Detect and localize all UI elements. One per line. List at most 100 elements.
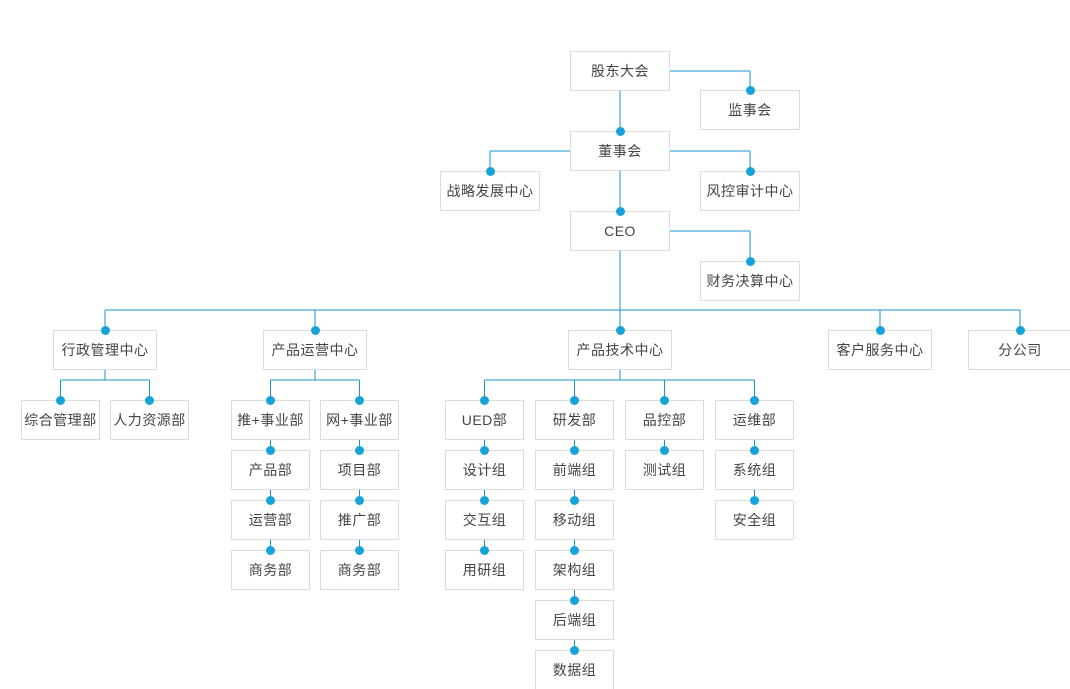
connector-dot — [875, 325, 885, 335]
org-node[interactable]: 推+事业部 — [231, 400, 310, 440]
connector-dot — [570, 645, 579, 655]
org-node-label: 战略发展中心 — [446, 183, 534, 199]
connector-dot — [145, 395, 154, 405]
org-node[interactable]: 运营部 — [231, 500, 310, 540]
org-node[interactable]: 推广部 — [320, 500, 399, 540]
org-node-label: 运维部 — [732, 412, 777, 428]
connector-dot — [310, 325, 320, 335]
connector-dot — [56, 395, 65, 405]
connector-dot — [266, 395, 275, 405]
org-node-label: 客户服务中心 — [836, 342, 924, 358]
org-node-label: 运营部 — [248, 512, 293, 528]
org-node[interactable]: 财务决算中心 — [700, 261, 800, 301]
org-node[interactable]: UED部 — [445, 400, 524, 440]
org-node-label: UED部 — [461, 412, 508, 428]
org-node-label: 综合管理部 — [24, 412, 97, 428]
org-node[interactable]: 分公司 — [968, 330, 1070, 370]
connector-dot — [266, 545, 275, 555]
connector-dot — [485, 166, 495, 176]
org-node-label: 品控部 — [642, 412, 687, 428]
org-node[interactable]: 股东大会 — [570, 51, 670, 91]
org-node-label: 移动组 — [552, 512, 597, 528]
org-node-label: 行政管理中心 — [61, 342, 149, 358]
org-node-label: 推广部 — [337, 512, 382, 528]
org-node[interactable]: 后端组 — [535, 600, 614, 640]
org-node[interactable]: 数据组 — [535, 650, 614, 689]
org-node-label: CEO — [604, 223, 636, 239]
org-node[interactable]: 用研组 — [445, 550, 524, 590]
org-node[interactable]: 移动组 — [535, 500, 614, 540]
org-node-label: 后端组 — [552, 612, 597, 628]
org-node[interactable]: 运维部 — [715, 400, 794, 440]
connector-dot — [570, 495, 579, 505]
org-node-label: 财务决算中心 — [706, 273, 794, 289]
org-node-label: 测试组 — [642, 462, 687, 478]
org-node[interactable]: 风控审计中心 — [700, 171, 800, 211]
org-node[interactable]: 商务部 — [320, 550, 399, 590]
org-node[interactable]: 客户服务中心 — [828, 330, 932, 370]
org-node[interactable]: 综合管理部 — [21, 400, 100, 440]
connector-dot — [355, 495, 364, 505]
org-node[interactable]: 前端组 — [535, 450, 614, 490]
org-node-label: 推+事业部 — [237, 412, 304, 428]
org-node-label: 系统组 — [732, 462, 777, 478]
connector-dot — [266, 495, 275, 505]
org-node-label: 产品运营中心 — [271, 342, 359, 358]
org-node[interactable]: 网+事业部 — [320, 400, 399, 440]
org-node[interactable]: CEO — [570, 211, 670, 251]
org-node[interactable]: 品控部 — [625, 400, 704, 440]
connector-dot — [1015, 325, 1025, 335]
org-node-label: 分公司 — [998, 342, 1042, 358]
connector-dot — [750, 445, 759, 455]
org-node[interactable]: 产品运营中心 — [263, 330, 367, 370]
org-node-label: 产品技术中心 — [576, 342, 664, 358]
org-node[interactable]: 测试组 — [625, 450, 704, 490]
org-node[interactable]: 产品技术中心 — [568, 330, 672, 370]
org-node[interactable]: 安全组 — [715, 500, 794, 540]
org-node[interactable]: 商务部 — [231, 550, 310, 590]
org-node-label: 人力资源部 — [113, 412, 186, 428]
connector-dot — [355, 545, 364, 555]
connector-dot — [355, 395, 364, 405]
connector-dot — [355, 445, 364, 455]
org-node-label: 产品部 — [248, 462, 293, 478]
connector-dot — [745, 256, 755, 266]
org-node[interactable]: 战略发展中心 — [440, 171, 540, 211]
connector-dot — [480, 495, 489, 505]
org-node-label: 董事会 — [598, 143, 642, 159]
org-node-label: 用研组 — [462, 562, 507, 578]
org-node-label: 前端组 — [552, 462, 597, 478]
connector-dot — [570, 395, 579, 405]
org-node[interactable]: 产品部 — [231, 450, 310, 490]
org-node-label: 架构组 — [552, 562, 597, 578]
connector-dot — [480, 445, 489, 455]
connector-dot — [570, 445, 579, 455]
org-node[interactable]: 交互组 — [445, 500, 524, 540]
connector-dot — [570, 545, 579, 555]
org-node-label: 网+事业部 — [326, 412, 393, 428]
connector-dot — [660, 395, 669, 405]
org-node-label: 商务部 — [337, 562, 382, 578]
org-node[interactable]: 架构组 — [535, 550, 614, 590]
connector-dot — [745, 85, 755, 95]
org-node[interactable]: 项目部 — [320, 450, 399, 490]
connector-dot — [480, 395, 489, 405]
connector-dot — [750, 495, 759, 505]
connector-dot — [615, 126, 625, 136]
org-node[interactable]: 设计组 — [445, 450, 524, 490]
org-node-label: 项目部 — [337, 462, 382, 478]
org-node-label: 交互组 — [462, 512, 507, 528]
org-node[interactable]: 监事会 — [700, 90, 800, 130]
org-node-label: 商务部 — [248, 562, 293, 578]
org-node[interactable]: 董事会 — [570, 131, 670, 171]
org-node-label: 股东大会 — [591, 63, 649, 79]
org-node[interactable]: 人力资源部 — [110, 400, 189, 440]
org-node-label: 风控审计中心 — [706, 183, 794, 199]
org-node[interactable]: 行政管理中心 — [53, 330, 157, 370]
org-node[interactable]: 研发部 — [535, 400, 614, 440]
connector-dot — [266, 445, 275, 455]
connector-dot — [100, 325, 110, 335]
org-node-label: 研发部 — [552, 412, 597, 428]
org-node[interactable]: 系统组 — [715, 450, 794, 490]
